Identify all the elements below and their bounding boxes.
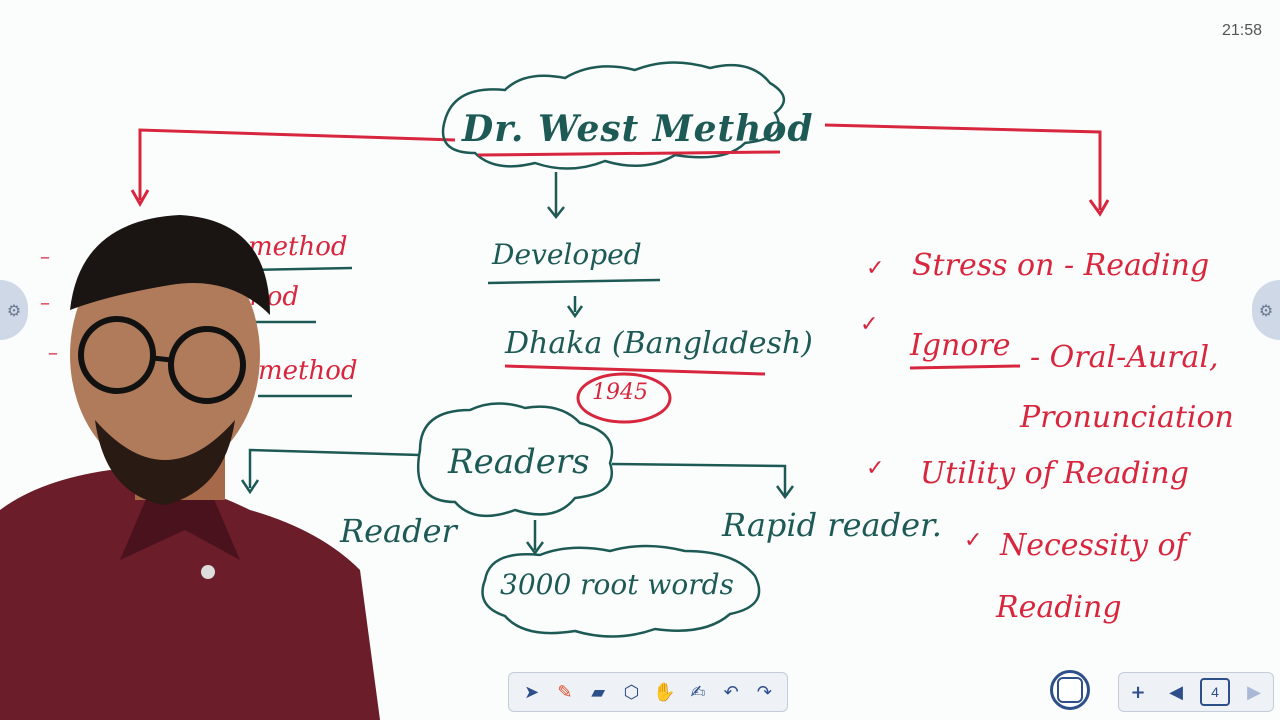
- oral-aural-text: - Oral-Aural,: [1030, 340, 1219, 375]
- prev-page-button[interactable]: ◀: [1169, 681, 1183, 703]
- root-words-text: 3000 root words: [500, 568, 734, 601]
- gear-icon: ⚙: [1258, 300, 1274, 320]
- place-text: Dhaka (Bangladesh): [505, 326, 813, 361]
- tick-icon: ✓: [860, 312, 879, 337]
- left-item-1: method: [248, 232, 348, 262]
- highlighter-icon[interactable]: ▰: [591, 681, 606, 703]
- rapid-reader-text: Rapid reader.: [722, 506, 942, 544]
- reader-left-text: Reader: [340, 512, 457, 550]
- necessity-text: Necessity of: [1000, 528, 1187, 563]
- utility-text: Utility of Reading: [920, 456, 1189, 491]
- tick-icon: ✓: [964, 528, 983, 553]
- page-number[interactable]: 4: [1200, 678, 1230, 706]
- presenter-video: [0, 215, 380, 720]
- add-page-button[interactable]: +: [1130, 681, 1146, 703]
- next-page-button[interactable]: ▶: [1247, 681, 1261, 703]
- pointer-icon[interactable]: ➤: [524, 681, 540, 703]
- dash-mark: –: [48, 340, 58, 364]
- record-icon: [1057, 677, 1083, 703]
- clock: 21:58: [1221, 22, 1262, 39]
- dash-mark: –: [40, 244, 50, 268]
- readers-text: Readers: [448, 442, 590, 482]
- hand-icon[interactable]: ✋: [653, 681, 676, 703]
- stress-text: Stress on - Reading: [912, 248, 1210, 283]
- page-navigation: + ◀ 4 ▶: [1118, 672, 1274, 712]
- pronunciation-text: Pronunciation: [1020, 400, 1234, 435]
- dash-mark: –: [40, 290, 50, 314]
- left-item-3: method: [258, 356, 358, 386]
- drawing-toolbar: ➤ ✎ ▰ ⬡ ✋ ✍ ↶ ↷: [508, 672, 788, 712]
- necessity-reading-text: Reading: [996, 590, 1122, 625]
- undo-icon[interactable]: ↶: [723, 681, 739, 703]
- magic-pen-icon[interactable]: ✍: [690, 681, 706, 703]
- pen-icon[interactable]: ✎: [557, 681, 573, 703]
- redo-icon[interactable]: ↷: [756, 681, 772, 703]
- title-text: Dr. West Method: [462, 108, 814, 150]
- tick-icon: ✓: [866, 256, 885, 281]
- tick-icon: ✓: [866, 456, 885, 481]
- year-text: 1945: [592, 380, 648, 405]
- developed-text: Developed: [492, 238, 642, 271]
- eraser-icon[interactable]: ⬡: [623, 681, 640, 703]
- record-button[interactable]: [1050, 670, 1090, 710]
- ignore-text: Ignore: [910, 328, 1011, 363]
- gear-icon: ⚙: [6, 300, 22, 320]
